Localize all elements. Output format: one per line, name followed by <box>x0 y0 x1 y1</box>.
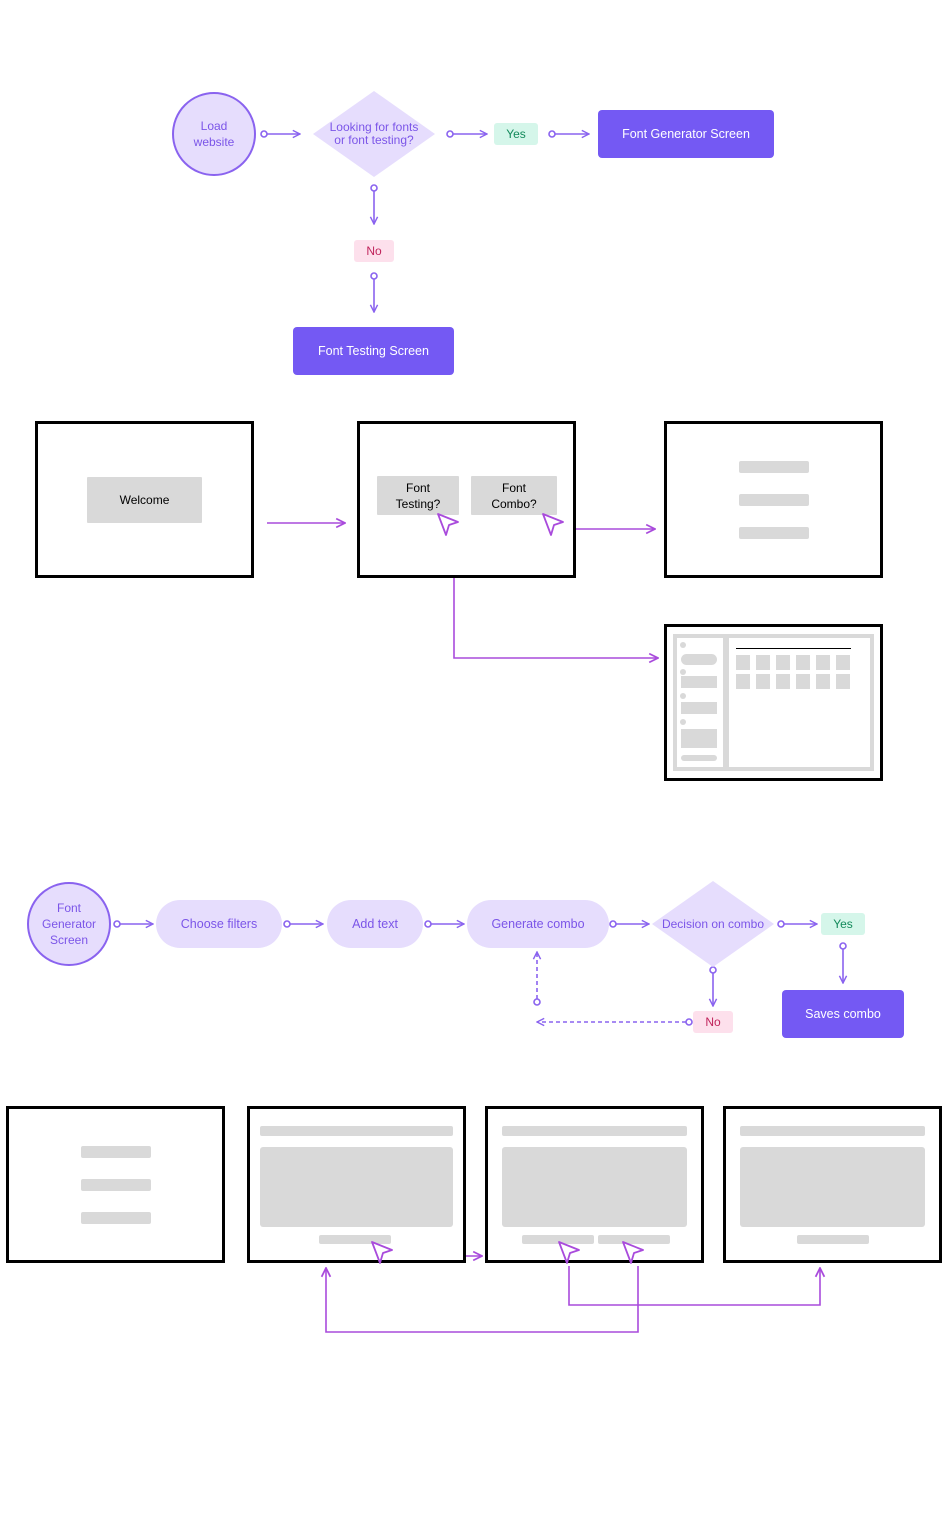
generate-combo-node: Generate combo <box>467 900 609 948</box>
arrow-icon <box>548 131 589 137</box>
preview-area <box>502 1147 687 1227</box>
grid-cell <box>796 674 810 689</box>
load-website-node: Load website <box>172 92 256 176</box>
filters-screen-frame <box>247 1106 466 1263</box>
welcome-button[interactable]: Welcome <box>87 477 202 523</box>
arrow-icon <box>840 942 846 983</box>
font-testing-screen-node: Font Testing Screen <box>293 327 454 375</box>
regenerate-button[interactable] <box>522 1235 594 1244</box>
arrow-icon <box>777 921 817 927</box>
grid-cell <box>736 655 750 670</box>
menu-placeholder-bar <box>81 1179 151 1191</box>
arrow-icon <box>371 272 377 312</box>
preview-area <box>260 1147 453 1227</box>
sidebar-dot <box>680 719 686 725</box>
sidebar-block <box>681 702 717 714</box>
saves-combo-node: Saves combo <box>782 990 904 1038</box>
divider-line <box>736 648 851 649</box>
welcome-screen-frame: Welcome <box>35 421 254 578</box>
arrow-icon <box>424 921 464 927</box>
generate-screen-frame <box>485 1106 704 1263</box>
menu-placeholder-bar <box>81 1146 151 1158</box>
font-generator-screen-node: Font Generator Screen <box>598 110 774 158</box>
grid-cell <box>756 674 770 689</box>
sidebar-dot <box>680 642 686 648</box>
font-grid-mock <box>736 655 854 693</box>
wire2-connectors <box>326 1256 820 1333</box>
sidebar-block <box>681 729 717 748</box>
save-button[interactable] <box>598 1235 670 1244</box>
grid-cell <box>736 674 750 689</box>
decision-diamond: Looking for fonts or font testing? <box>313 91 435 177</box>
no-badge: No <box>693 1011 733 1033</box>
menu-placeholder-bar <box>739 461 809 473</box>
grid-cell <box>776 655 790 670</box>
font-testing-button-label: Font Testing? <box>395 480 441 511</box>
content-mock <box>729 638 870 767</box>
combo-decision-diamond: Decision on combo <box>652 881 774 967</box>
arrow-icon <box>113 921 153 927</box>
arrow-icon <box>326 1266 639 1333</box>
sidebar-pill <box>681 755 717 761</box>
arrow-icon <box>283 921 323 927</box>
generator-menu-frame <box>6 1106 225 1263</box>
font-testing-button[interactable]: Font Testing? <box>377 476 459 515</box>
grid-cell <box>776 674 790 689</box>
sidebar-pill <box>681 654 717 665</box>
cursor-icon <box>558 1241 580 1264</box>
yes-badge: Yes <box>494 123 538 145</box>
grid-cell <box>816 655 830 670</box>
diamond-shape <box>652 881 774 967</box>
sidebar-dot <box>680 693 686 699</box>
menu-placeholder-bar <box>739 527 809 539</box>
grid-cell <box>796 655 810 670</box>
grid-cell <box>836 655 850 670</box>
action-button[interactable] <box>319 1235 391 1244</box>
arrow-icon <box>371 184 377 224</box>
diamond-shape <box>313 91 435 177</box>
sidebar-dot <box>680 669 686 675</box>
arrow-icon <box>609 921 649 927</box>
menu-placeholder-bar <box>739 494 809 506</box>
sidebar-block <box>681 676 717 688</box>
grid-cell <box>756 655 770 670</box>
yes-badge: Yes <box>821 913 865 935</box>
preview-area <box>740 1147 925 1227</box>
header-bar <box>502 1126 687 1136</box>
cursor-icon <box>371 1241 393 1264</box>
font-generator-start-node: Font Generator Screen <box>27 882 111 966</box>
arrow-icon <box>568 1266 820 1306</box>
testing-screen-frame <box>664 624 883 781</box>
menu-placeholder-bar <box>81 1212 151 1224</box>
no-badge: No <box>354 240 394 262</box>
sidebar-mock <box>677 638 723 767</box>
grid-cell <box>816 674 830 689</box>
cursor-icon <box>622 1241 644 1264</box>
load-website-label: Load website <box>193 119 235 149</box>
menu-screen-frame <box>664 421 883 578</box>
font-combo-button-label: Font Combo? <box>491 480 537 511</box>
action-button[interactable] <box>797 1235 869 1244</box>
combo-decision-label: Decision on combo <box>661 917 765 931</box>
arrow-icon <box>260 131 300 137</box>
arrow-icon <box>446 131 487 137</box>
font-combo-button[interactable]: Font Combo? <box>471 476 557 515</box>
choice-screen-frame: Font Testing? Font Combo? <box>357 421 576 578</box>
cursor-icon <box>437 513 459 536</box>
header-bar <box>740 1126 925 1136</box>
add-text-node: Add text <box>327 900 423 948</box>
grid-cell <box>836 674 850 689</box>
saved-screen-frame <box>723 1106 942 1263</box>
decision-label: Looking for fonts or font testing? <box>329 120 419 147</box>
choose-filters-node: Choose filters <box>156 900 282 948</box>
font-generator-start-label: Font Generator Screen <box>41 901 97 947</box>
header-bar <box>260 1126 453 1136</box>
app-window-mock <box>673 634 874 771</box>
arrow-icon <box>710 966 716 1006</box>
cursor-icon <box>542 513 564 536</box>
